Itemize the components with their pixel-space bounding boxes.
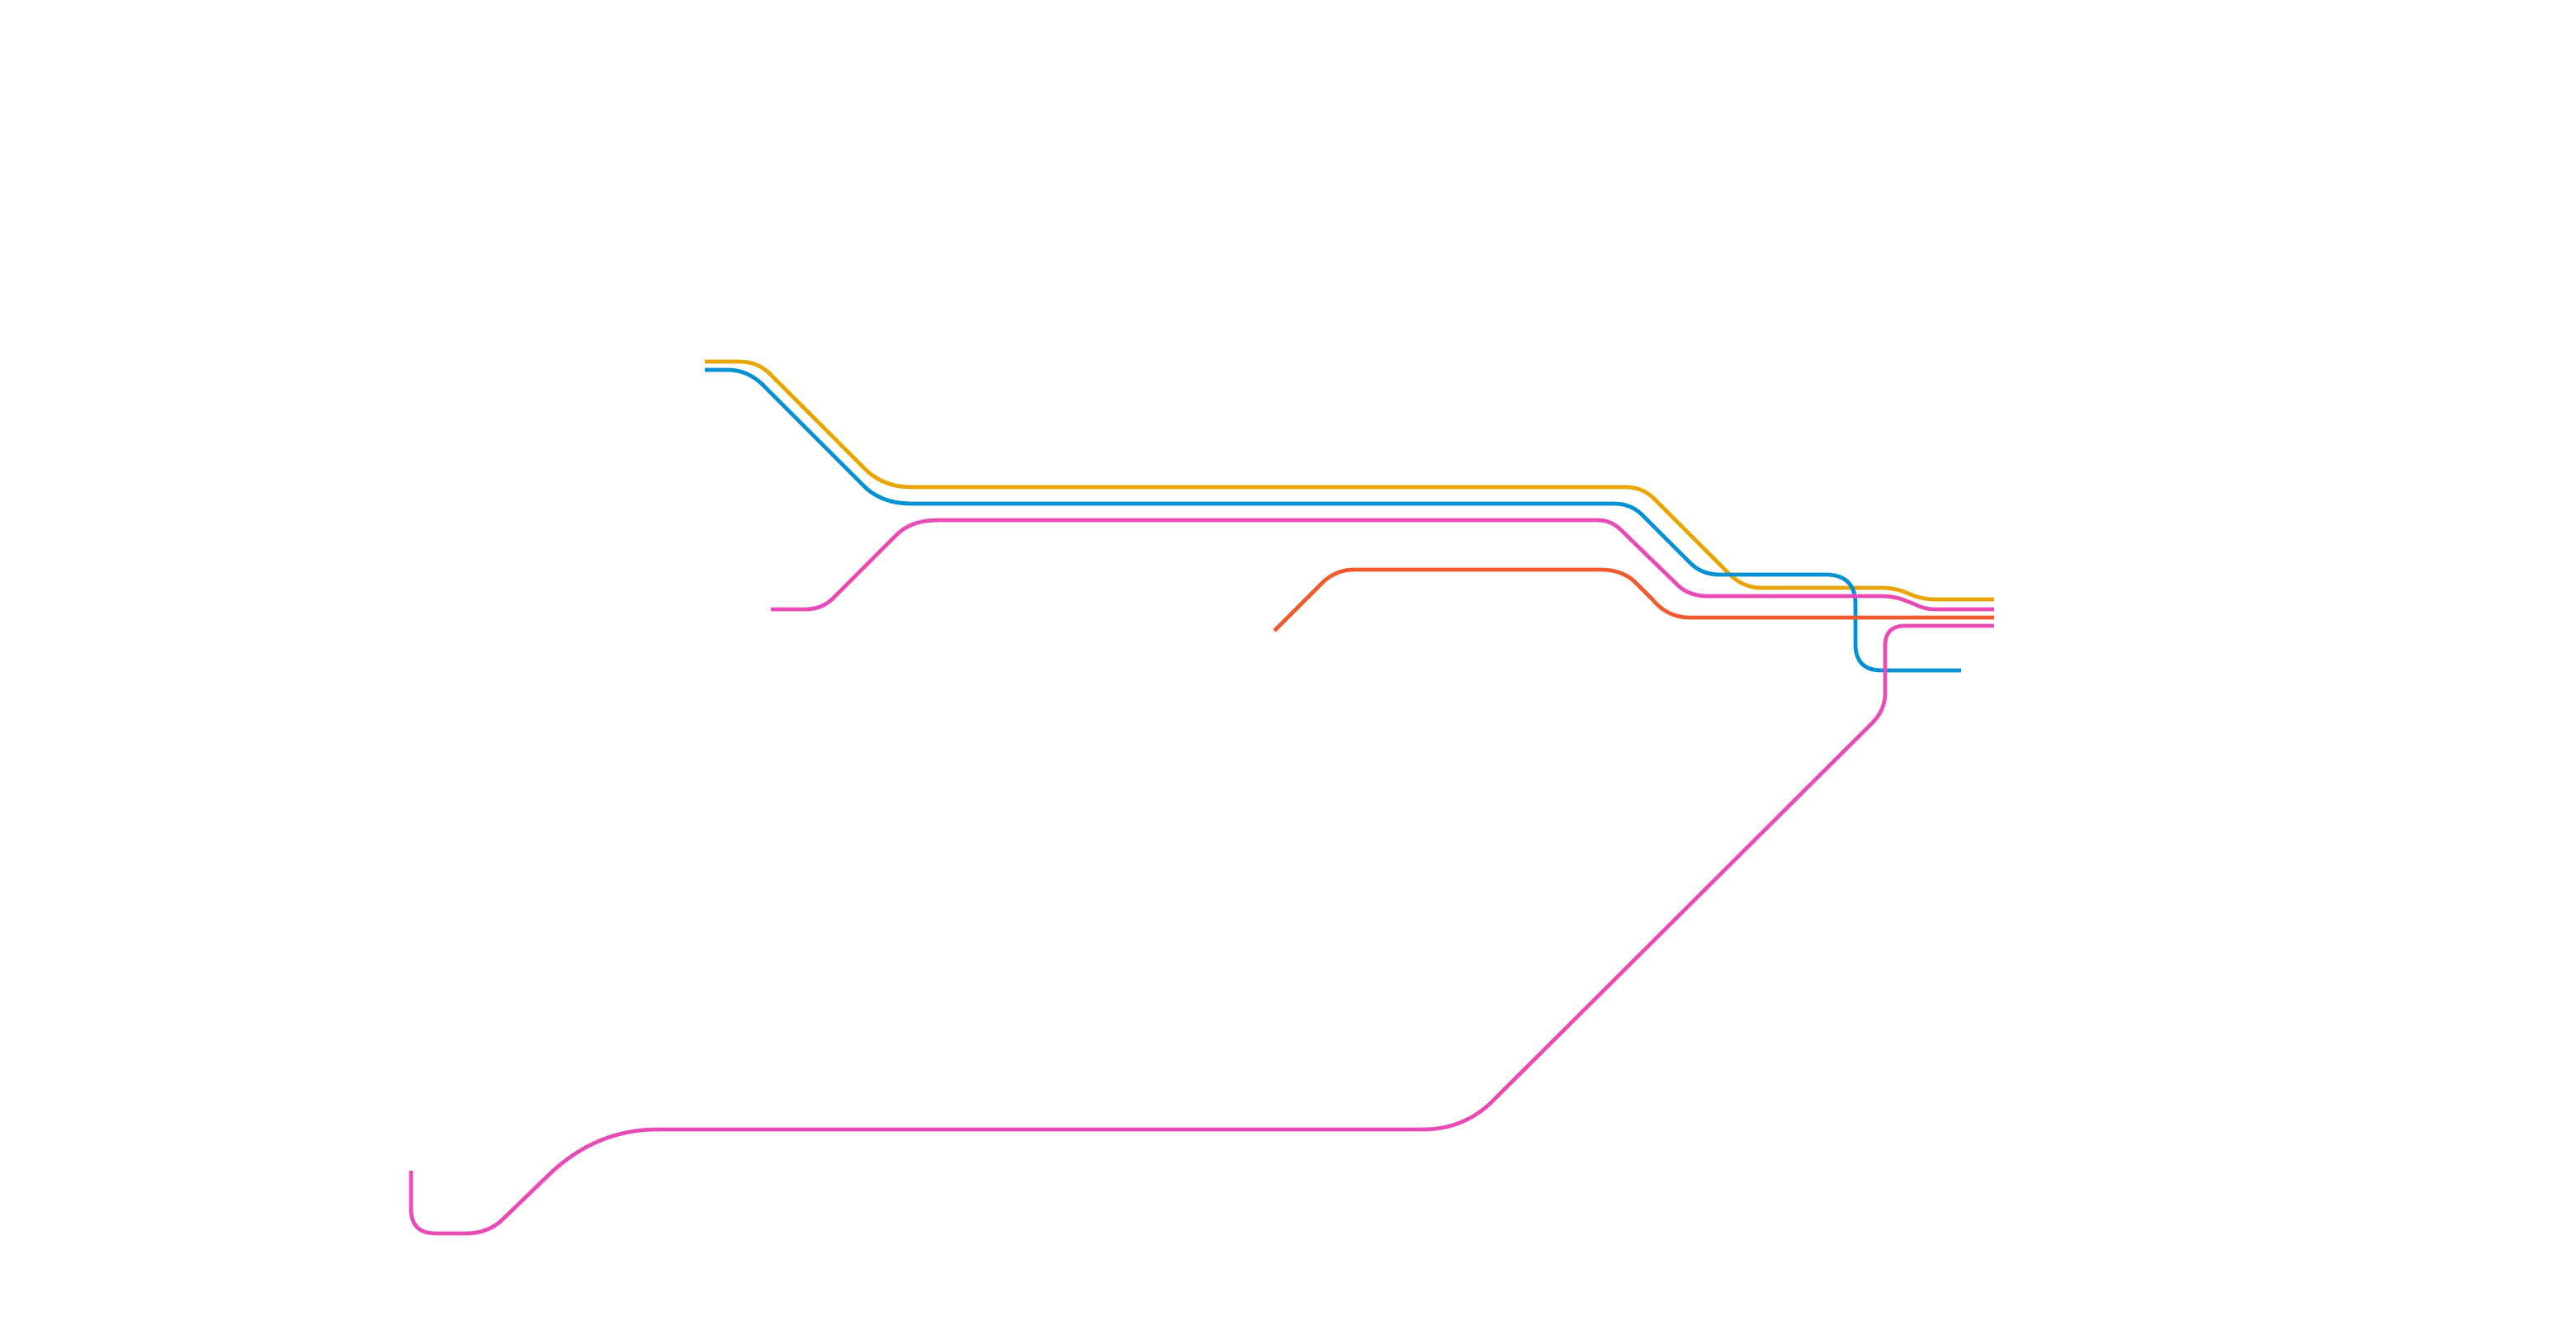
pink-line-upper xyxy=(771,518,1994,612)
orange-line xyxy=(705,359,1994,602)
red-line xyxy=(1273,567,1994,632)
blue-line xyxy=(705,367,1961,673)
pink-line-lower xyxy=(409,623,1994,1236)
